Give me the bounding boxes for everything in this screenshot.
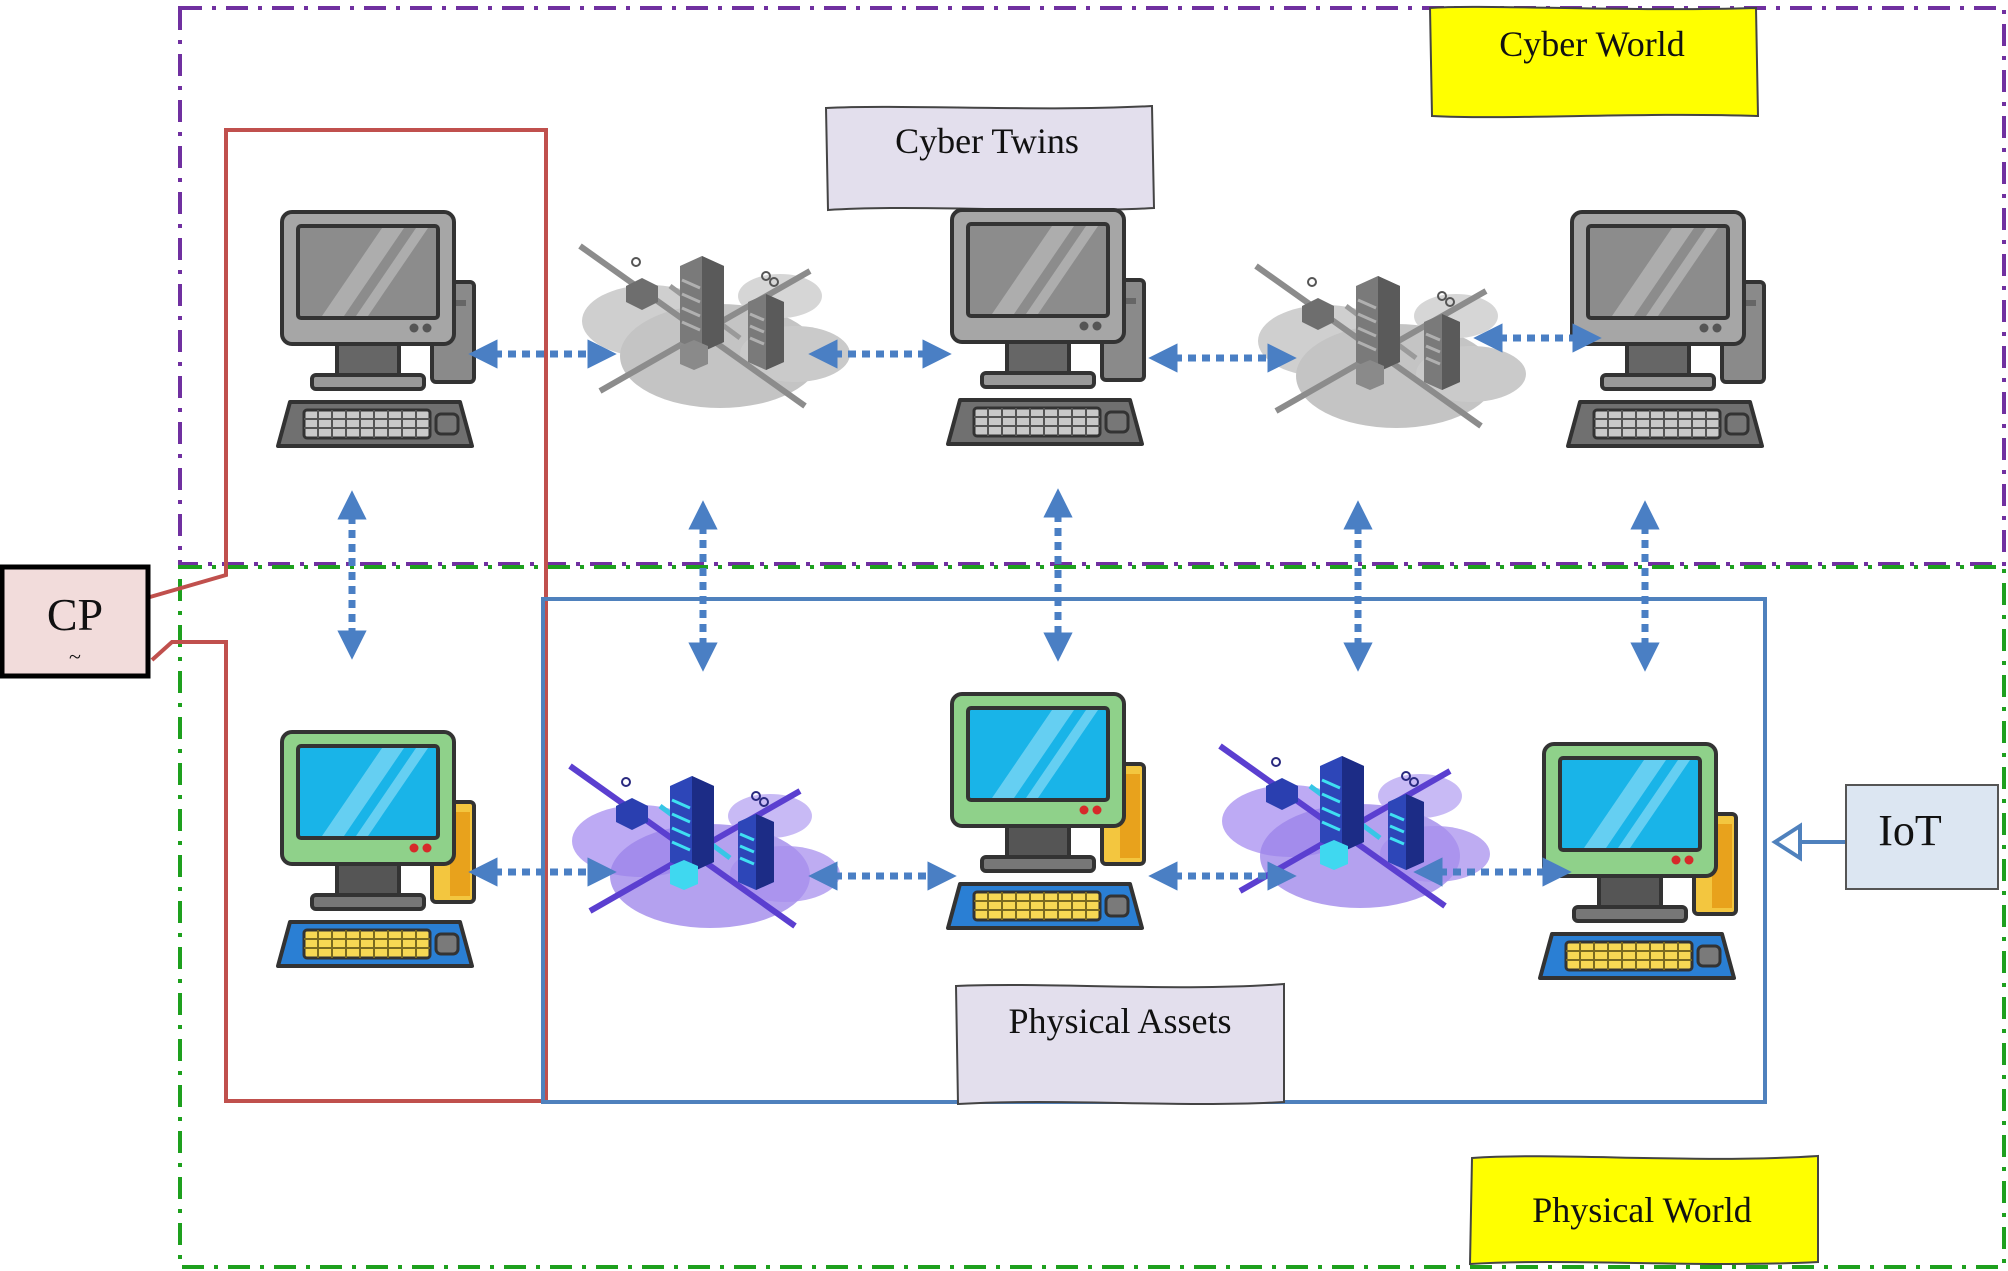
iot-text: IoT bbox=[1878, 806, 1942, 855]
cp-subtext: ~ bbox=[69, 644, 81, 669]
cyber-twin-computer-1-icon bbox=[276, 210, 476, 448]
physical-assets-text: Physical Assets bbox=[1008, 1001, 1231, 1041]
cp-text: CP bbox=[47, 589, 103, 640]
cyber-twin-network-2-icon bbox=[1256, 266, 1526, 428]
physical-asset-network-1-icon bbox=[570, 766, 840, 928]
iot-connector-icon bbox=[1771, 822, 1802, 862]
cyber-world-label: Cyber World bbox=[1428, 5, 1760, 119]
physical-asset-computer-3-icon bbox=[1538, 742, 1738, 980]
cyber-twins-tag: Cyber Twins bbox=[824, 104, 1156, 212]
physical-asset-computer-2-icon bbox=[946, 692, 1146, 930]
physical-asset-network-2-icon bbox=[1220, 746, 1490, 908]
cp-box: CP ~ bbox=[0, 564, 151, 679]
cyber-world-boundary bbox=[178, 6, 2006, 566]
cyber-world-text: Cyber World bbox=[1499, 24, 1684, 64]
physical-world-boundary bbox=[178, 565, 2006, 1269]
physical-asset-computer-1-icon bbox=[276, 730, 476, 968]
cyber-twins-text: Cyber Twins bbox=[895, 121, 1079, 161]
cyber-twin-network-1-icon bbox=[580, 246, 850, 408]
physical-world-text: Physical World bbox=[1532, 1190, 1751, 1230]
iot-box: IoT bbox=[1771, 784, 1999, 890]
physical-world-label: Physical World bbox=[1468, 1154, 1819, 1266]
cyber-twin-computer-2-icon bbox=[946, 208, 1146, 446]
physical-assets-tag: Physical Assets bbox=[954, 982, 1285, 1106]
cyber-twin-computer-3-icon bbox=[1566, 210, 1766, 448]
